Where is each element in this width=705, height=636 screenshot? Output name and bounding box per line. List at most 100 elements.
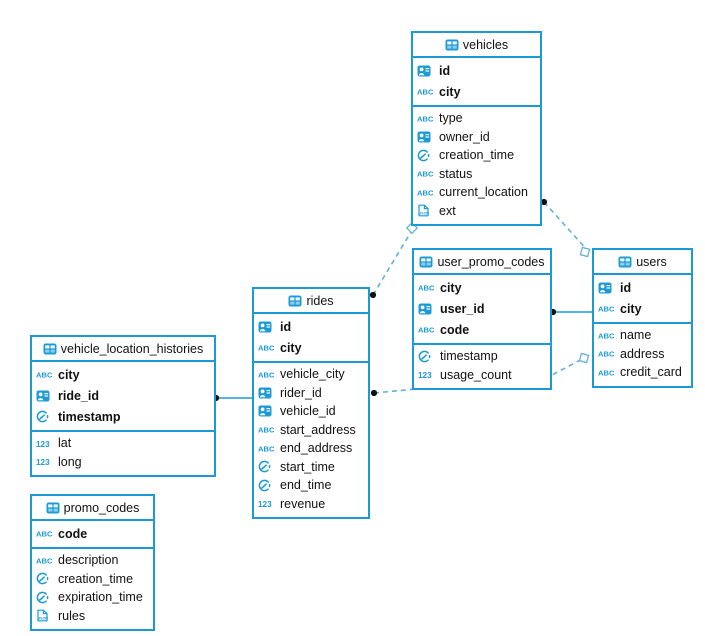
abc-text-type-icon: ABC	[36, 555, 55, 566]
column-row-creation_time[interactable]: creation_time	[32, 570, 153, 589]
column-row-creation_time[interactable]: creation_time	[413, 146, 540, 165]
table-header[interactable]: promo_codes	[32, 496, 153, 521]
column-row-vehicle_id[interactable]: vehicle_id	[254, 402, 368, 421]
table-header[interactable]: rides	[254, 289, 368, 314]
svg-text:123: 123	[36, 458, 50, 467]
column-row-timestamp[interactable]: timestamp	[414, 347, 550, 366]
one-end-dot-marker	[540, 198, 548, 206]
svg-text:ABC: ABC	[258, 344, 275, 353]
abc-text-type-icon: ABC	[258, 342, 277, 353]
column-row-user_id[interactable]: user_id	[414, 298, 550, 319]
id-badge-icon	[258, 405, 277, 417]
column-row-city[interactable]: ABC city	[594, 298, 691, 319]
svg-text:JSON: JSON	[38, 617, 48, 621]
column-name: vehicle_city	[280, 367, 345, 382]
column-name: revenue	[280, 496, 326, 511]
abc-text-type-icon: ABC	[418, 324, 437, 335]
abc-text-type-icon: ABC	[258, 369, 277, 380]
column-row-id[interactable]: id	[254, 316, 368, 337]
svg-text:ABC: ABC	[598, 305, 615, 314]
json-document-type-icon: JSON	[417, 204, 436, 217]
id-badge-icon	[258, 387, 277, 399]
column-name: rider_id	[280, 385, 322, 400]
table-grid-icon	[288, 295, 302, 307]
svg-text:ABC: ABC	[258, 370, 275, 379]
svg-text:JSON: JSON	[419, 212, 429, 216]
table-header[interactable]: vehicles	[413, 33, 540, 58]
column-row-end_time[interactable]: end_time	[254, 476, 368, 495]
svg-text:ABC: ABC	[417, 188, 434, 197]
table-grid-icon	[46, 502, 60, 514]
table-header[interactable]: user_promo_codes	[414, 250, 550, 275]
column-row-ride_id[interactable]: ride_id	[32, 385, 214, 406]
table-name: vehicles	[462, 37, 509, 52]
column-name: creation_time	[439, 148, 515, 163]
relationship-user_promo_codes-to-users[interactable]	[549, 308, 593, 316]
column-name: start_address	[280, 422, 356, 437]
table-name: promo_codes	[63, 500, 140, 515]
column-row-ext[interactable]: JSON ext	[413, 202, 540, 221]
relationship-vehicles-to-users[interactable]	[540, 198, 591, 258]
column-row-vehicle_city[interactable]: ABC vehicle_city	[254, 365, 368, 384]
column-row-owner_id[interactable]: owner_id	[413, 128, 540, 147]
column-name: ext	[439, 203, 456, 218]
column-name: id	[620, 280, 632, 295]
column-row-rider_id[interactable]: rider_id	[254, 384, 368, 403]
relationship-rides-to-vehicles[interactable]	[369, 221, 419, 299]
table-header[interactable]: users	[594, 250, 691, 275]
one-end-dot-marker	[369, 291, 377, 299]
column-row-id[interactable]: id	[594, 277, 691, 298]
relationship-vehicle_location_histories-to-rides[interactable]	[212, 394, 253, 402]
table-header[interactable]: vehicle_location_histories	[32, 337, 214, 362]
column-row-expiration_time[interactable]: expiration_time	[32, 588, 153, 607]
relationship-line[interactable]	[543, 201, 589, 252]
column-name: name	[620, 328, 652, 343]
column-row-timestamp[interactable]: timestamp	[32, 406, 214, 427]
column-name: end_time	[280, 478, 332, 493]
column-name: code	[440, 322, 470, 337]
abc-text-type-icon: ABC	[36, 528, 55, 539]
relationship-line[interactable]	[372, 221, 418, 296]
id-badge-icon	[417, 65, 436, 77]
column-name: city	[620, 301, 642, 316]
clock-type-icon	[417, 149, 436, 162]
column-row-id[interactable]: id	[413, 60, 540, 81]
column-name: owner_id	[439, 129, 490, 144]
abc-text-type-icon: ABC	[258, 424, 277, 435]
many-end-square-marker	[579, 246, 591, 258]
column-name: credit_card	[620, 365, 682, 380]
abc-text-type-icon: ABC	[417, 187, 436, 198]
table-grid-icon	[618, 256, 632, 268]
column-row-start_time[interactable]: start_time	[254, 458, 368, 477]
svg-text:ABC: ABC	[258, 444, 275, 453]
